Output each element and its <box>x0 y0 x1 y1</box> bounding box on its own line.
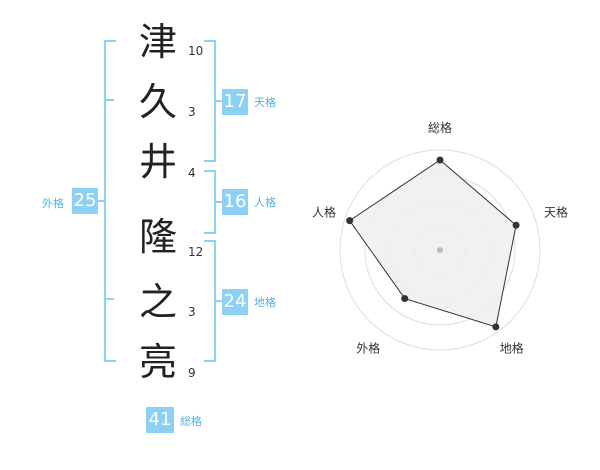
radar-axis-label-0: 総格 <box>428 120 452 135</box>
radar-axis-label-3: 外格 <box>356 341 380 356</box>
jinkaku-value: 16 <box>222 189 248 215</box>
tenkaku-connector <box>214 100 222 102</box>
gaikaku-connector <box>98 200 104 202</box>
chikaku-value: 24 <box>222 289 248 315</box>
radar-ring-4 <box>339 149 541 351</box>
char-3: 井 <box>138 140 177 184</box>
soukaku-label: 総格 <box>180 415 202 428</box>
gaikaku-label: 外格 <box>42 197 64 210</box>
gaikaku-value: 25 <box>72 188 98 214</box>
char-3-strokes: 4 <box>188 166 196 180</box>
jinkaku-connector <box>214 201 222 203</box>
radar-series-polygon <box>348 159 517 328</box>
chikaku-connector <box>214 300 222 302</box>
char-2: 久 <box>138 80 177 124</box>
char-2-strokes: 3 <box>188 105 196 119</box>
char-5: 之 <box>138 280 177 324</box>
char-6-strokes: 9 <box>188 366 196 380</box>
chikaku-label: 地格 <box>254 296 276 309</box>
radar-point-2 <box>492 323 500 331</box>
soukaku-value: 41 <box>146 407 174 433</box>
radar-center-dot <box>437 247 443 253</box>
radar-point-4 <box>346 217 354 225</box>
gaikaku-tick-2 <box>104 298 114 300</box>
jinkaku-label: 人格 <box>254 196 276 209</box>
gaikaku-bracket <box>104 40 116 362</box>
radar-point-3 <box>401 295 409 303</box>
tenkaku-label: 天格 <box>254 96 276 109</box>
char-1-strokes: 10 <box>188 44 204 58</box>
tenkaku-value: 17 <box>222 89 248 115</box>
char-5-strokes: 3 <box>188 305 196 319</box>
radar-point-0 <box>436 156 444 164</box>
char-6: 亮 <box>138 340 177 384</box>
char-4: 隆 <box>138 215 177 259</box>
radar-point-1 <box>512 221 520 229</box>
char-1: 津 <box>138 20 177 64</box>
radar-axis-label-4: 人格 <box>312 204 336 219</box>
gaikaku-tick-1 <box>104 99 114 101</box>
char-4-strokes: 12 <box>188 245 204 259</box>
radar-axis-label-1: 天格 <box>544 204 568 219</box>
radar-axis-label-2: 地格 <box>500 341 524 356</box>
